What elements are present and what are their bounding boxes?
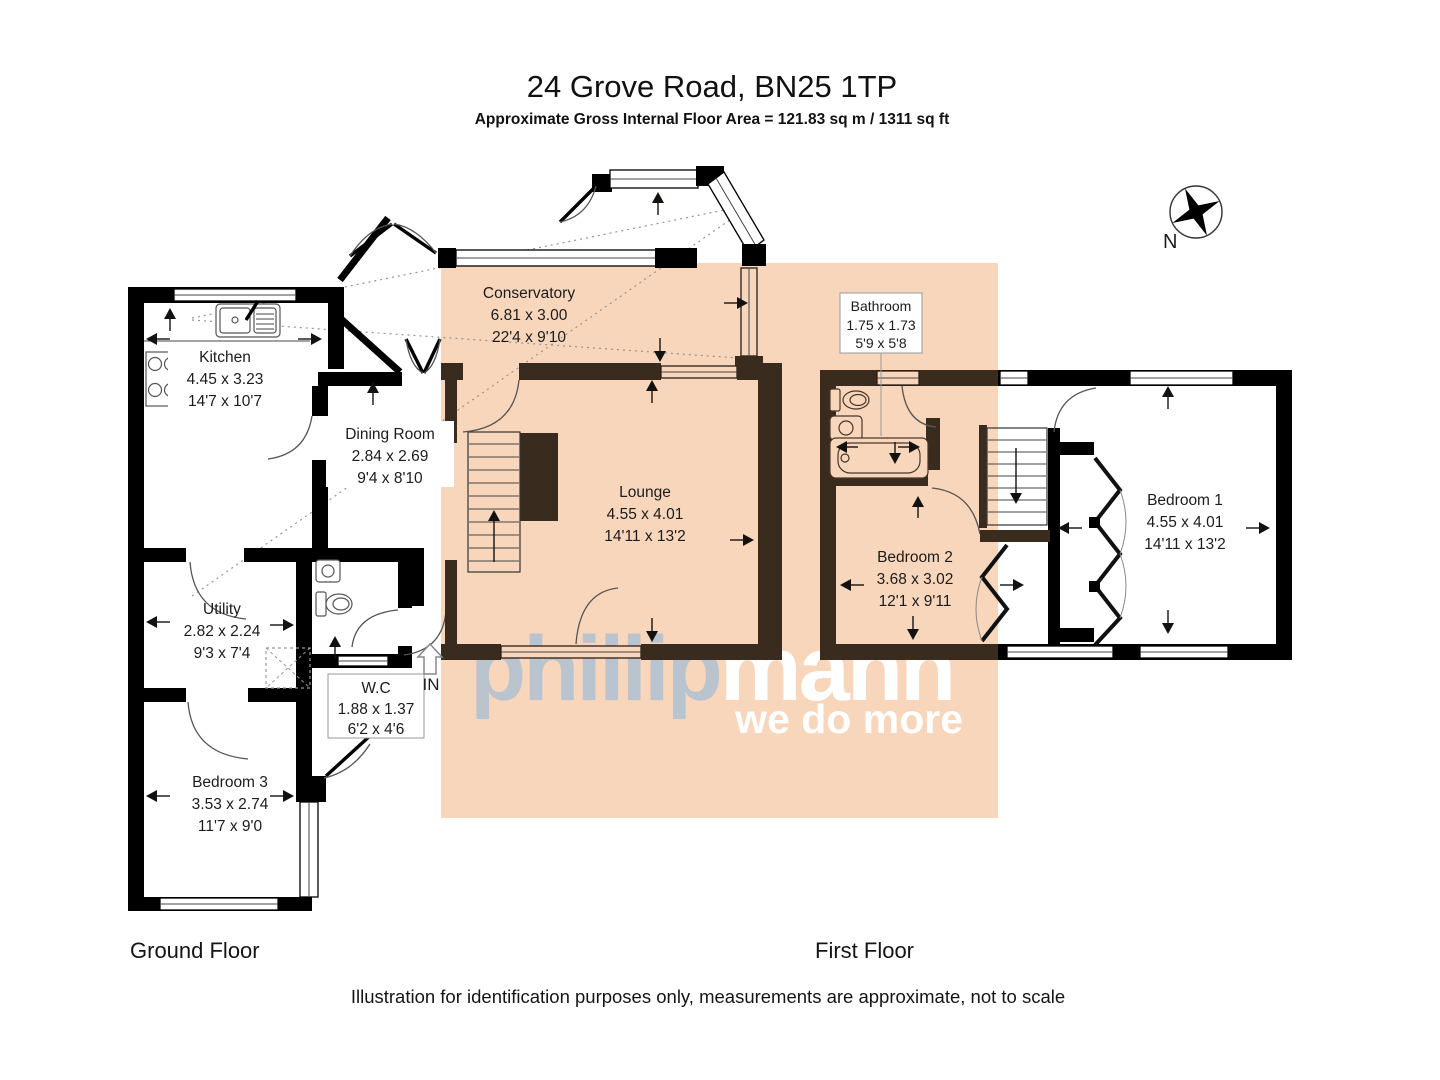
wc-name: W.C <box>361 680 390 697</box>
bathroom-label-box <box>839 292 923 354</box>
dining-name: Dining Room <box>345 426 435 443</box>
wc-label-box <box>327 673 425 739</box>
conservatory-imperial: 22'4 x 9'10 <box>492 329 566 346</box>
bathroom-metric: 1.75 x 1.73 <box>846 317 915 333</box>
entrance-marker: IN <box>416 642 444 694</box>
brand-tagline: we do more <box>734 696 963 742</box>
kitchen-sink <box>144 300 310 342</box>
utility-imperial: 9'3 x 7'4 <box>194 645 251 662</box>
room-labels: Kitchen 4.45 x 3.23 14'7 x 10'7 Dining R… <box>168 285 1226 835</box>
entrance-label: IN <box>423 675 440 694</box>
kitchen-label-box <box>168 344 282 412</box>
bedroom3-name: Bedroom 3 <box>192 774 268 791</box>
wc-metric: 1.88 x 1.37 <box>338 701 415 718</box>
ground-floor-plan <box>128 215 447 911</box>
wc-imperial: 6'2 x 4'6 <box>348 721 405 738</box>
dining-metric: 2.84 x 2.69 <box>352 448 429 465</box>
dining-label-box <box>326 421 454 487</box>
kitchen-metric: 4.45 x 3.23 <box>187 371 264 388</box>
first-floor-label: First Floor <box>815 938 914 963</box>
wc-toilet <box>315 559 353 617</box>
kitchen-name: Kitchen <box>199 349 251 366</box>
wardrobe-bedroom1 <box>1089 456 1127 647</box>
wardrobe-bedroom2 <box>975 543 1010 643</box>
disclaimer: Illustration for identification purposes… <box>351 986 1065 1007</box>
utility-name: Utility <box>203 601 241 618</box>
first-floor-plan <box>820 370 1292 660</box>
lounge-name: Lounge <box>619 484 671 501</box>
bedroom3-metric: 3.53 x 2.74 <box>192 796 269 813</box>
lounge-metric: 4.55 x 4.01 <box>607 506 684 523</box>
bathroom-bath <box>829 437 929 479</box>
bathroom-toilet <box>829 388 870 412</box>
lounge-imperial: 14'11 x 13'2 <box>604 528 685 545</box>
bathroom-imperial: 5'9 x 5'8 <box>855 335 906 351</box>
conservatory-structure <box>348 166 766 374</box>
compass-north-label: N <box>1163 231 1177 253</box>
bedroom1-metric: 4.55 x 4.01 <box>1147 514 1224 531</box>
stairs-ground-floor <box>467 431 521 573</box>
compass-circle <box>1169 185 1223 239</box>
bathroom-sink <box>829 415 863 441</box>
bedroom1-imperial: 14'11 x 13'2 <box>1144 536 1225 553</box>
compass-star-icon <box>1172 188 1220 236</box>
roof-dotted-lines <box>191 205 745 597</box>
utility-metric: 2.82 x 2.24 <box>184 623 261 640</box>
lounge-structure <box>441 363 782 660</box>
utility-appliance <box>265 647 311 689</box>
kitchen-imperial: 14'7 x 10'7 <box>188 393 262 410</box>
bedroom2-name: Bedroom 2 <box>877 549 953 566</box>
conservatory-name: Conservatory <box>483 285 575 302</box>
dimension-arrows <box>146 192 1270 802</box>
stairs-first-floor <box>979 425 1048 528</box>
bathroom-name: Bathroom <box>851 298 912 314</box>
bedroom3-imperial: 11'7 x 9'0 <box>198 818 263 835</box>
brand-logo-left: phillip <box>470 618 720 720</box>
dining-imperial: 9'4 x 8'10 <box>357 470 423 487</box>
entrance-arrow-icon <box>416 642 444 675</box>
bedroom2-imperial: 12'1 x 9'11 <box>879 593 952 610</box>
bedroom1-name: Bedroom 1 <box>1147 492 1223 509</box>
header: 24 Grove Road, BN25 1TP Approximate Gros… <box>475 69 950 128</box>
compass: N <box>1163 185 1223 253</box>
highlight-overlay <box>441 263 998 818</box>
conservatory-metric: 6.81 x 3.00 <box>491 307 568 324</box>
page-subtitle: Approximate Gross Internal Floor Area = … <box>475 111 950 128</box>
ground-floor-label: Ground Floor <box>130 938 260 963</box>
page-title: 24 Grove Road, BN25 1TP <box>527 69 897 104</box>
bedroom2-metric: 3.68 x 3.02 <box>877 571 954 588</box>
captions: Ground Floor First Floor Illustration fo… <box>130 938 1065 1007</box>
